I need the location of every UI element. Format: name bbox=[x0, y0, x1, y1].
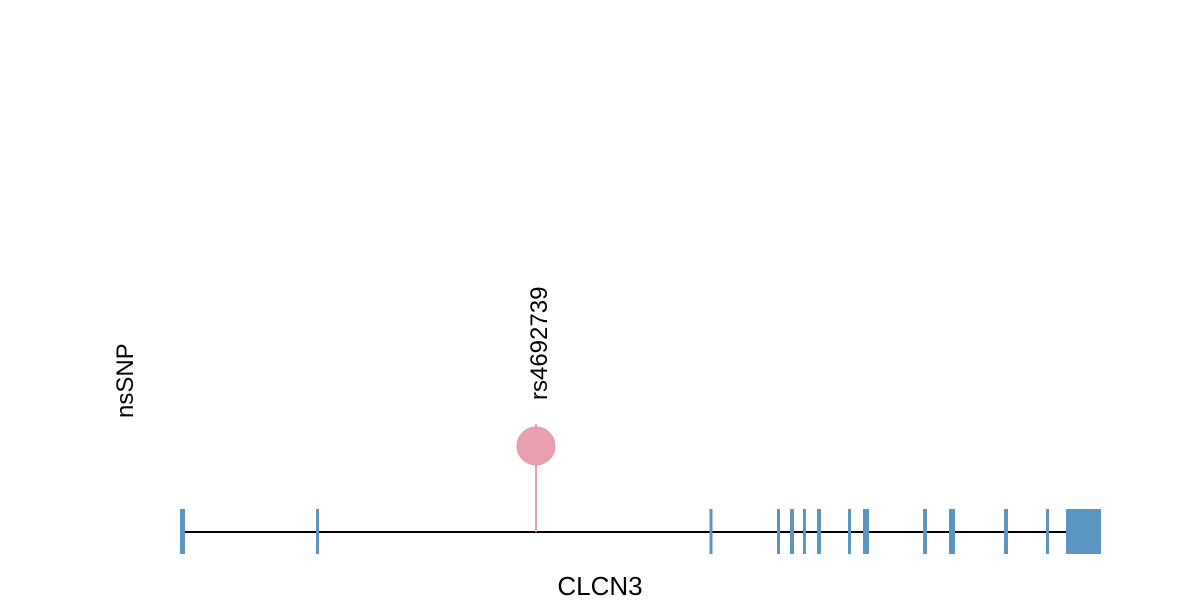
track-label: nsSNP bbox=[112, 343, 139, 418]
exon-2 bbox=[316, 509, 319, 554]
exon-3 bbox=[709, 509, 713, 554]
exon-10 bbox=[923, 509, 927, 554]
exon-8 bbox=[848, 509, 851, 554]
exon-1 bbox=[180, 509, 185, 554]
exon-14 bbox=[1066, 509, 1101, 554]
exon-12 bbox=[1004, 509, 1008, 554]
exon-7 bbox=[817, 509, 821, 554]
exon-4 bbox=[777, 509, 780, 554]
exon-11 bbox=[949, 509, 955, 554]
snp-label: rs4692739 bbox=[526, 287, 553, 400]
snp-marker[interactable] bbox=[516, 426, 556, 466]
exon-5 bbox=[790, 509, 794, 554]
gene-label: CLCN3 bbox=[557, 571, 642, 600]
exon-9 bbox=[863, 509, 869, 554]
exon-6 bbox=[803, 509, 806, 554]
exons bbox=[180, 509, 1101, 554]
exon-13 bbox=[1046, 509, 1049, 554]
